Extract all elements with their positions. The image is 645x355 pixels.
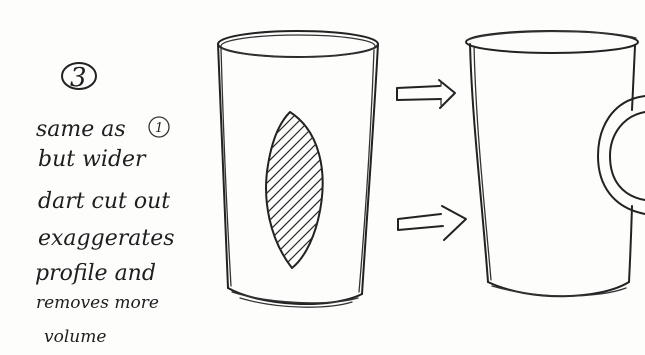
note-line-2: but wider [38, 147, 147, 172]
mug-rim-overstroke [468, 31, 636, 40]
note-line-1: same as [36, 117, 126, 142]
mug-handle-inner [610, 112, 645, 200]
note-line-6: removes more [36, 293, 159, 313]
mug-right-side-upper [632, 46, 635, 110]
arrow-icon [398, 206, 466, 240]
arrow-icon [397, 80, 455, 108]
mug-left-side [470, 44, 488, 282]
arrow-right-lower [398, 206, 466, 240]
note-line-7: volume [44, 327, 106, 347]
mug-sketch [466, 31, 645, 296]
note-line-4: exaggerates [38, 226, 175, 251]
arrow-right-upper [397, 80, 455, 108]
mug-base [488, 282, 629, 296]
note-line-5: profile and [35, 261, 156, 286]
step-number-badge: 3 [62, 63, 96, 93]
cup-right-side-overstroke [359, 50, 374, 292]
step-number: 3 [70, 63, 87, 93]
handwritten-note: same as 1 but wider dart cut out exagger… [35, 117, 175, 347]
note-line-3: dart cut out [38, 189, 170, 214]
mug-left-side-overstroke [474, 46, 491, 280]
dart-cutout [250, 100, 340, 275]
dart-hatching [250, 100, 340, 275]
cup-sketch [218, 31, 378, 307]
cup-left-side [218, 44, 228, 288]
cup-right-side [362, 44, 378, 294]
reference-number: 1 [155, 121, 163, 136]
mug-right-side-lower [629, 206, 632, 282]
cup-rim-inner [221, 35, 375, 57]
circled-reference: 1 [149, 117, 169, 137]
